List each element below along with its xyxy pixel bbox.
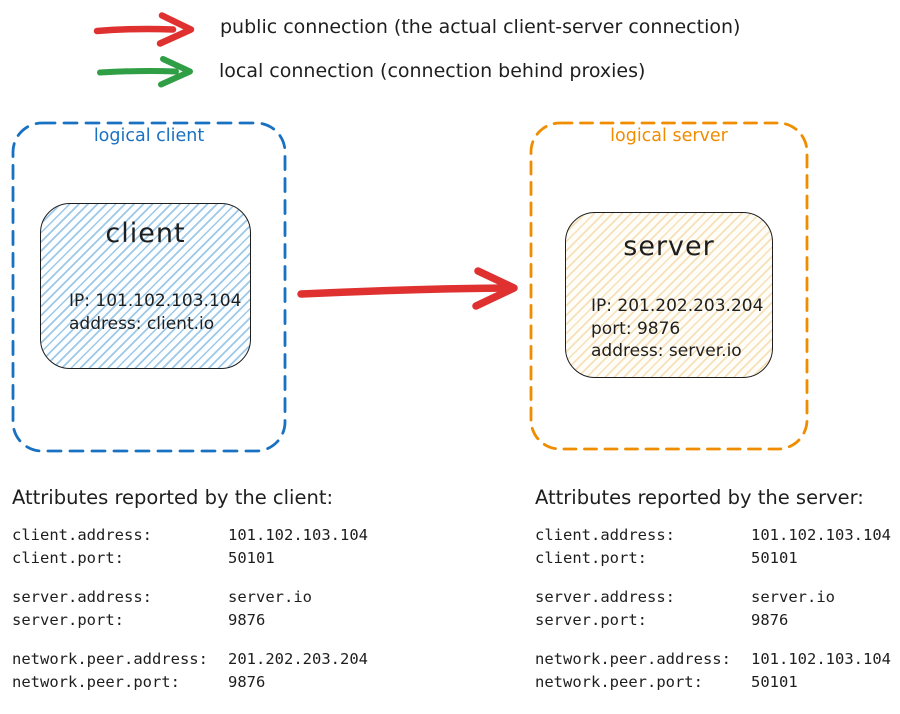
attr-key: server.port: [12, 611, 124, 629]
attr-value: 9876 [751, 611, 789, 629]
attr-key: client.address: [12, 526, 152, 544]
client-ip-line: IP: 101.102.103.104 [69, 291, 242, 311]
attr-row: client.port: 50101 [12, 547, 412, 570]
client-attributes-heading: Attributes reported by the client: [12, 486, 334, 509]
legend-label-public: public connection (the actual client-ser… [220, 16, 741, 38]
attr-value: 50101 [228, 549, 275, 567]
client-address-line: address: client.io [69, 313, 215, 334]
attr-value: 101.102.103.104 [228, 526, 368, 544]
attr-value: 201.202.203.204 [228, 650, 368, 668]
attr-row: client.port: 50101 [535, 547, 900, 570]
attr-row: network.peer.port: 50101 [535, 671, 900, 694]
attr-row: server.port: 9876 [535, 609, 900, 632]
attr-key: network.peer.port: [535, 673, 703, 691]
attr-row: server.port: 9876 [12, 609, 412, 632]
attr-key: network.peer.address: [535, 650, 731, 668]
legend-label-local: local connection (connection behind prox… [219, 60, 646, 82]
client-attributes-list: client.address: 101.102.103.104 client.p… [12, 524, 412, 694]
server-node-title: server [623, 231, 715, 262]
attr-value: 9876 [228, 611, 266, 629]
attr-row: client.address: 101.102.103.104 [12, 524, 412, 547]
attr-group-server-endpoint: server.address: server.io server.port: 9… [535, 586, 900, 632]
attr-row: network.peer.port: 9876 [12, 671, 412, 694]
client-server-arrow-shaft [297, 284, 512, 298]
attr-value: 101.102.103.104 [751, 526, 891, 544]
local-arrow-icon [97, 56, 193, 88]
attr-row: server.address: server.io [12, 586, 412, 609]
attr-key: client.port: [12, 549, 124, 567]
client-attributes-section: Attributes reported by the client: clien… [12, 486, 412, 710]
client-node-title: client [105, 218, 186, 249]
public-arrow-head [156, 12, 195, 47]
server-attributes-heading: Attributes reported by the server: [535, 486, 864, 509]
attr-row: client.address: 101.102.103.104 [535, 524, 900, 547]
attr-value: server.io [751, 588, 835, 606]
logical-server-boundary [529, 121, 809, 451]
attr-value: 9876 [228, 673, 266, 691]
logical-server-label: logical server [604, 126, 734, 146]
server-ip-line: IP: 201.202.203.204 [591, 296, 764, 316]
attr-row: network.peer.address: 201.202.203.204 [12, 648, 412, 671]
public-arrow-icon [93, 12, 195, 47]
client-server-arrow [297, 267, 518, 310]
logical-client-label: logical client [87, 126, 211, 146]
local-arrow-head [158, 56, 193, 88]
attr-key: client.port: [535, 549, 647, 567]
logical-client-boundary [11, 121, 287, 453]
attr-key: server.address: [535, 588, 675, 606]
attr-value: server.io [228, 588, 312, 606]
server-attributes-section: Attributes reported by the server: clien… [535, 486, 900, 710]
attr-group-client-endpoint: client.address: 101.102.103.104 client.p… [12, 524, 412, 570]
attr-value: 50101 [751, 549, 798, 567]
attr-key: server.port: [535, 611, 647, 629]
attr-group-network-peer: network.peer.address: 101.102.103.104 ne… [535, 648, 900, 694]
attr-row: network.peer.address: 101.102.103.104 [535, 648, 900, 671]
server-node-details: IP: 201.202.203.204 port: 9876 address: … [591, 295, 763, 363]
server-attributes-list: client.address: 101.102.103.104 client.p… [535, 524, 900, 694]
attr-group-network-peer: network.peer.address: 201.202.203.204 ne… [12, 648, 412, 694]
attr-row: server.address: server.io [535, 586, 900, 609]
client-server-arrow-head [472, 267, 518, 310]
attr-group-client-endpoint: client.address: 101.102.103.104 client.p… [535, 524, 900, 570]
server-node: server IP: 201.202.203.204 port: 9876 ad… [565, 212, 773, 378]
attr-key: network.peer.port: [12, 673, 180, 691]
attr-value: 101.102.103.104 [751, 650, 891, 668]
server-address-line: address: server.io [591, 341, 742, 361]
attr-key: server.address: [12, 588, 152, 606]
attr-key: client.address: [535, 526, 675, 544]
server-port-line: port: 9876 [591, 318, 681, 339]
attr-group-server-endpoint: server.address: server.io server.port: 9… [12, 586, 412, 632]
attr-value: 50101 [751, 673, 798, 691]
attr-key: network.peer.address: [12, 650, 208, 668]
local-arrow-shaft [97, 67, 179, 76]
client-node: client IP: 101.102.103.104 address: clie… [40, 203, 251, 369]
public-arrow-shaft [93, 25, 177, 35]
client-node-details: IP: 101.102.103.104 address: client.io [69, 290, 241, 335]
